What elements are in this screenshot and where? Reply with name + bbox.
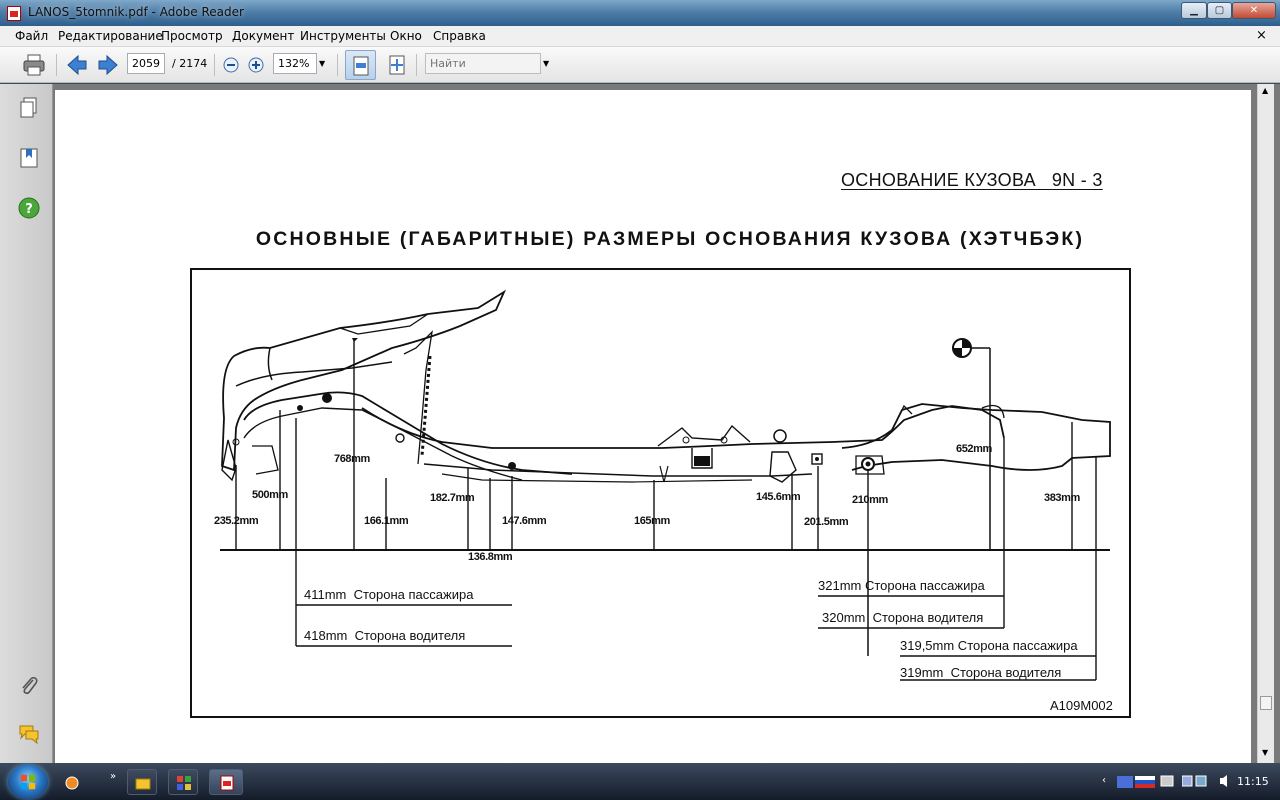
document-area[interactable]: ОСНОВАНИЕ КУЗОВА 9N - 3 ОСНОВНЫЕ (ГАБАРИ… — [53, 84, 1257, 763]
svg-text:?: ? — [25, 202, 33, 217]
note-418: 418mm Сторона водителя — [304, 628, 465, 643]
section-header: ОСНОВАНИЕ КУЗОВА 9N - 3 — [841, 170, 1103, 190]
scroll-down-icon[interactable]: ▼ — [1262, 748, 1269, 757]
previous-page-icon[interactable] — [65, 53, 89, 77]
zoom-level-input[interactable] — [273, 53, 317, 74]
dim-166: 166.1mm — [364, 515, 409, 527]
minimize-button[interactable]: ▁ — [1181, 2, 1207, 19]
dim-145: 145.6mm — [756, 491, 801, 503]
fit-width-button[interactable] — [345, 50, 376, 80]
taskbar: » ‹ 11:15 — [0, 763, 1280, 800]
page-total: / 2174 — [172, 57, 208, 70]
pdf-icon — [7, 6, 21, 21]
bookmarks-icon[interactable] — [17, 146, 41, 170]
navigation-panel: ? — [0, 84, 53, 763]
close-button[interactable]: ✕ — [1232, 2, 1276, 19]
find-input[interactable] — [425, 53, 541, 74]
fit-page-icon[interactable] — [385, 53, 409, 77]
tray-network-volume-icon[interactable] — [1182, 774, 1232, 788]
print-icon[interactable] — [22, 53, 46, 77]
dim-201: 201.5mm — [804, 516, 849, 528]
page-title: ОСНОВНЫЕ (ГАБАРИТНЫЕ) РАЗМЕРЫ ОСНОВАНИЯ … — [255, 228, 1085, 250]
pdf-icon — [220, 775, 234, 791]
pdf-page: ОСНОВАНИЕ КУЗОВА 9N - 3 ОСНОВНЫЕ (ГАБАРИ… — [55, 90, 1251, 763]
toolbar-separator — [337, 54, 338, 76]
vertical-scrollbar[interactable]: ▲ ▼ — [1257, 84, 1274, 763]
tray-expand-icon[interactable]: ‹ — [1102, 775, 1106, 786]
grid-app-icon — [177, 776, 191, 790]
dim-383: 383mm — [1044, 492, 1081, 504]
attachment-icon[interactable] — [17, 674, 41, 698]
zoom-out-icon[interactable] — [221, 55, 241, 75]
toolbar-separator — [56, 54, 57, 76]
menu-help[interactable]: Справка — [433, 29, 486, 43]
menu-document[interactable]: Документ — [232, 29, 295, 43]
dimension-figure: 768mm 500mm 235.2mm 166.1mm 182.7mm 147.… — [190, 268, 1131, 718]
scroll-thumb[interactable] — [1260, 696, 1272, 710]
note-320: 320mm Сторона водителя — [822, 610, 983, 625]
fit-width-icon — [353, 56, 369, 76]
comments-icon[interactable] — [17, 722, 41, 746]
help-icon[interactable]: ? — [17, 196, 41, 220]
windows-logo-icon — [20, 774, 36, 790]
taskbar-explorer-button[interactable] — [127, 769, 157, 795]
note-319: 319mm Сторона водителя — [900, 665, 1061, 680]
clock[interactable]: 11:15 — [1237, 775, 1269, 788]
toolbar: / 2174 ▼ ▼ — [0, 47, 1280, 83]
menu-view[interactable]: Просмотр — [161, 29, 223, 43]
dim-136: 136.8mm — [468, 551, 513, 563]
page-number-input[interactable] — [127, 53, 165, 74]
zoom-in-icon[interactable] — [246, 55, 266, 75]
window-title: LANOS_5tomnik.pdf - Adobe Reader — [28, 5, 244, 19]
dim-210: 210mm — [852, 494, 889, 506]
taskbar-adobe-reader-button[interactable] — [209, 769, 243, 795]
dim-235: 235.2mm — [214, 515, 259, 527]
quicklaunch-browser-icon[interactable] — [64, 775, 80, 791]
figure-code: A109M002 — [1050, 698, 1113, 713]
title-bar: LANOS_5tomnik.pdf - Adobe Reader ▁ ▢ ✕ — [0, 0, 1280, 26]
menu-bar: Файл Редактирование Просмотр Документ Ин… — [0, 26, 1280, 47]
zoom-dropdown-icon[interactable]: ▼ — [319, 59, 326, 68]
window-border — [1274, 84, 1280, 763]
start-button[interactable] — [8, 765, 48, 799]
maximize-button[interactable]: ▢ — [1207, 2, 1232, 19]
note-319-5: 319,5mm Сторона пассажира — [900, 638, 1078, 653]
scroll-up-icon[interactable]: ▲ — [1262, 86, 1269, 95]
language-indicator-icon[interactable] — [1117, 775, 1157, 789]
dim-768: 768mm — [334, 453, 371, 465]
pages-icon[interactable] — [17, 96, 41, 120]
note-411: 411mm Сторона пассажира — [304, 587, 474, 602]
dim-652: 652mm — [956, 443, 993, 455]
tray-device-icon[interactable] — [1160, 774, 1174, 788]
menu-window[interactable]: Окно — [390, 29, 422, 43]
menu-file[interactable]: Файл — [15, 29, 49, 43]
dim-500: 500mm — [252, 489, 289, 501]
toolbar-separator — [214, 54, 215, 76]
next-page-icon[interactable] — [96, 53, 120, 77]
menu-tools[interactable]: Инструменты — [300, 29, 386, 43]
folder-icon — [135, 778, 151, 790]
dim-182: 182.7mm — [430, 492, 475, 504]
dim-147: 147.6mm — [502, 515, 547, 527]
quicklaunch-more-icon[interactable]: » — [110, 771, 117, 782]
find-dropdown-icon[interactable]: ▼ — [543, 59, 550, 68]
note-321: 321mm Сторона пассажира — [818, 578, 986, 593]
body-floor-diagram: 768mm 500mm 235.2mm 166.1mm 182.7mm 147.… — [214, 289, 1113, 713]
toolbar-separator — [416, 54, 417, 76]
dim-165: 165mm — [634, 515, 671, 527]
taskbar-app-button[interactable] — [168, 769, 198, 795]
close-document-icon[interactable]: × — [1256, 28, 1267, 43]
menu-edit[interactable]: Редактирование — [58, 29, 163, 43]
